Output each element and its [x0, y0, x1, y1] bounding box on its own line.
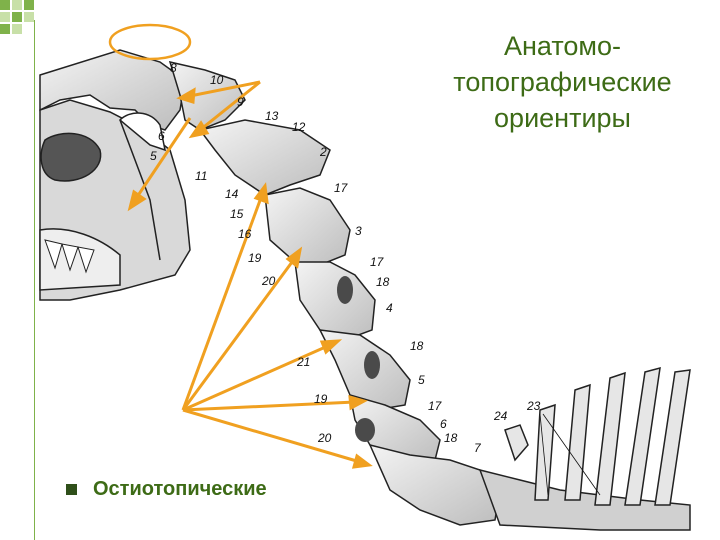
label-16: 16	[238, 227, 252, 241]
label-21: 21	[296, 355, 310, 369]
label-5-b: 5	[418, 373, 425, 387]
skull-drawing	[40, 50, 190, 300]
label-18-c: 18	[444, 431, 458, 445]
label-12: 12	[292, 120, 306, 134]
label-18-b: 18	[410, 339, 424, 353]
label-2: 2	[319, 145, 327, 159]
bullet-square-icon	[66, 484, 77, 495]
label-15: 15	[230, 207, 244, 221]
label-11: 11	[195, 169, 207, 183]
label-23: 23	[526, 399, 541, 413]
label-19-a: 19	[248, 251, 262, 265]
slide-title: Анатомо- топографические ориентиры	[420, 28, 705, 136]
label-4: 4	[386, 301, 393, 315]
bullet-text: Остиотопические	[93, 478, 267, 501]
label-14: 14	[225, 187, 239, 201]
title-line-1: Анатомо-	[420, 28, 705, 64]
highlight-ellipse	[110, 25, 190, 59]
label-20-b: 20	[317, 431, 332, 445]
label-6: 6	[158, 129, 165, 143]
title-line-3: ориентиры	[420, 100, 705, 136]
label-19-b: 19	[314, 392, 328, 406]
title-line-2: топографические	[420, 64, 705, 100]
label-10: 10	[210, 73, 224, 87]
label-8: 8	[170, 61, 177, 75]
label-6-b: 6	[440, 417, 447, 431]
label-17-a: 17	[334, 181, 349, 195]
label-18-a: 18	[376, 275, 390, 289]
label-24: 24	[493, 409, 508, 423]
label-3: 3	[355, 224, 362, 238]
label-17-b: 17	[370, 255, 385, 269]
label-13: 13	[265, 109, 279, 123]
label-7: 7	[474, 441, 482, 455]
bullet-item: Остиотопические	[66, 478, 267, 501]
label-17-c: 17	[428, 399, 443, 413]
label-5: 5	[150, 149, 157, 163]
label-20-a: 20	[261, 274, 276, 288]
label-9: 9	[237, 95, 244, 109]
